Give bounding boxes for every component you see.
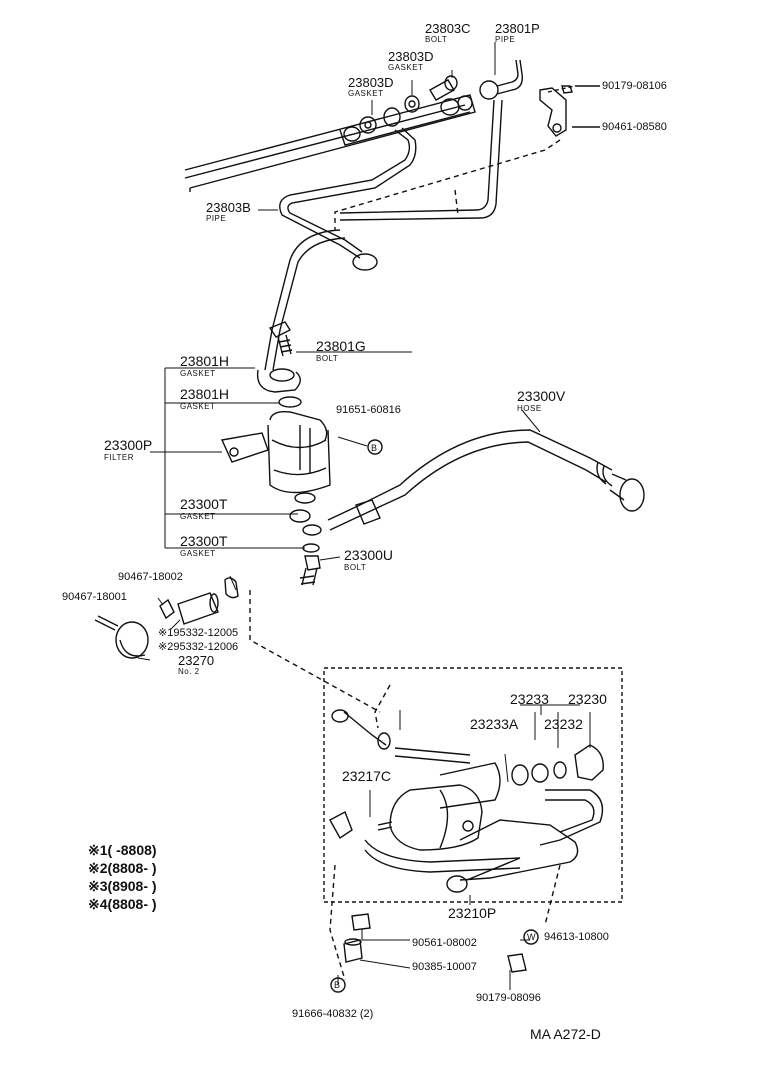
legend-row-3: ※3(8908- ) bbox=[88, 878, 157, 896]
label-23233A: 23233A bbox=[470, 716, 519, 732]
label-23801H-upper: 23801H bbox=[180, 353, 230, 369]
label-23300U: 23300U bbox=[344, 547, 394, 563]
dashed-refs bbox=[249, 139, 561, 981]
filter-23300P bbox=[220, 410, 331, 504]
label-23801G: 23801G bbox=[316, 338, 366, 354]
label-23210P: 23210P bbox=[448, 905, 497, 921]
legend-range: (8808- ) bbox=[107, 860, 157, 876]
label-90385-10007: 90385-10007 bbox=[412, 961, 477, 973]
label-23300T-lower: 23300T bbox=[180, 533, 228, 549]
label-90461-08580: 90461-08580 bbox=[602, 121, 667, 133]
top-gaskets bbox=[359, 75, 458, 134]
label-23300P: 23300P bbox=[104, 437, 153, 453]
desc-23270: No. 2 bbox=[178, 667, 200, 676]
bolt-23801G bbox=[268, 321, 293, 357]
label-23801P: 23801P bbox=[495, 21, 540, 36]
label-23300T-upper: 23300T bbox=[180, 496, 228, 512]
label-91651-60816: 91651-60816 bbox=[336, 404, 401, 416]
label-23230: 23230 bbox=[568, 691, 607, 707]
legend-mark: ※4 bbox=[88, 896, 108, 912]
desc-23300U: BOLT bbox=[344, 563, 367, 572]
label-23233: 23233 bbox=[510, 691, 549, 707]
desc-23300P: FILTER bbox=[104, 453, 134, 462]
desc-23300T-upper: GASKET bbox=[180, 512, 216, 521]
desc-23801P: PIPE bbox=[495, 35, 516, 44]
label-95332-12006: ※295332-12006 bbox=[158, 641, 239, 653]
mark-W-94613: W bbox=[527, 932, 536, 942]
pipe-23801P bbox=[339, 59, 523, 221]
label-90561-08002: 90561-08002 bbox=[412, 937, 477, 949]
label-23803C: 23803C bbox=[425, 21, 471, 36]
label-23232: 23232 bbox=[544, 716, 583, 732]
mark-B-91666: B bbox=[334, 980, 341, 990]
legend-range: (8808- ) bbox=[107, 896, 157, 912]
desc-23803B: PIPE bbox=[206, 214, 227, 223]
date-legend: ※1( -8808) ※2(8808- ) ※3(8908- ) ※4(8808… bbox=[88, 842, 157, 914]
label-23217C: 23217C bbox=[342, 768, 392, 784]
small-hose-95332 bbox=[159, 577, 239, 625]
hose-23300V bbox=[327, 429, 645, 531]
upper-bracket bbox=[539, 85, 600, 137]
desc-23801G: BOLT bbox=[316, 354, 339, 363]
legend-row-2: ※2(8808- ) bbox=[88, 860, 157, 878]
filter-assembly-23210P bbox=[329, 709, 604, 893]
bottom-parts bbox=[330, 439, 539, 993]
desc-23803D-upper: GASKET bbox=[388, 63, 424, 72]
label-95332-12005: ※195332-12005 bbox=[158, 627, 239, 639]
label-23803B: 23803B bbox=[206, 200, 251, 215]
legend-range: ( -8808) bbox=[107, 842, 157, 858]
legend-mark: ※2 bbox=[88, 860, 108, 876]
label-91666-40832: 91666-40832 (2) bbox=[292, 1008, 374, 1020]
label-23300V: 23300V bbox=[517, 388, 566, 404]
legend-mark: ※1 bbox=[88, 842, 108, 858]
desc-23300T-lower: GASKET bbox=[180, 549, 216, 558]
label-23803D-lower: 23803D bbox=[348, 75, 394, 90]
damper-23270 bbox=[94, 615, 149, 659]
desc-23300V: HOSE bbox=[517, 404, 542, 413]
desc-23803C: BOLT bbox=[425, 35, 448, 44]
diagram-reference: MA A272-D bbox=[530, 1026, 601, 1042]
label-90467-18001: 90467-18001 bbox=[62, 591, 127, 603]
banjo-union bbox=[256, 368, 302, 408]
leader-lines bbox=[137, 42, 591, 990]
desc-23803D-lower: GASKET bbox=[348, 89, 384, 98]
lower-gaskets bbox=[289, 509, 322, 586]
label-90179-08096: 90179-08096 bbox=[476, 992, 541, 1004]
label-23270: 23270 bbox=[178, 653, 215, 668]
engine-rail bbox=[184, 94, 476, 192]
label-23803D-upper: 23803D bbox=[388, 49, 434, 64]
label-94613-10800: 94613-10800 bbox=[544, 931, 609, 943]
desc-23801H-upper: GASKET bbox=[180, 369, 216, 378]
legend-range: (8908- ) bbox=[107, 878, 157, 894]
legend-row-1: ※1( -8808) bbox=[88, 842, 157, 860]
legend-mark: ※3 bbox=[88, 878, 108, 894]
mark-B-91651: B bbox=[371, 443, 378, 453]
label-90179-08106: 90179-08106 bbox=[602, 80, 667, 92]
legend-row-4: ※4(8808- ) bbox=[88, 896, 157, 914]
label-90467-18002: 90467-18002 bbox=[118, 571, 183, 583]
label-23801H-lower: 23801H bbox=[180, 386, 230, 402]
assembly-box bbox=[323, 667, 623, 903]
rail-bosses bbox=[343, 95, 473, 142]
pipe-23803B bbox=[264, 127, 417, 371]
desc-23801H-lower: GASKET bbox=[180, 402, 216, 411]
